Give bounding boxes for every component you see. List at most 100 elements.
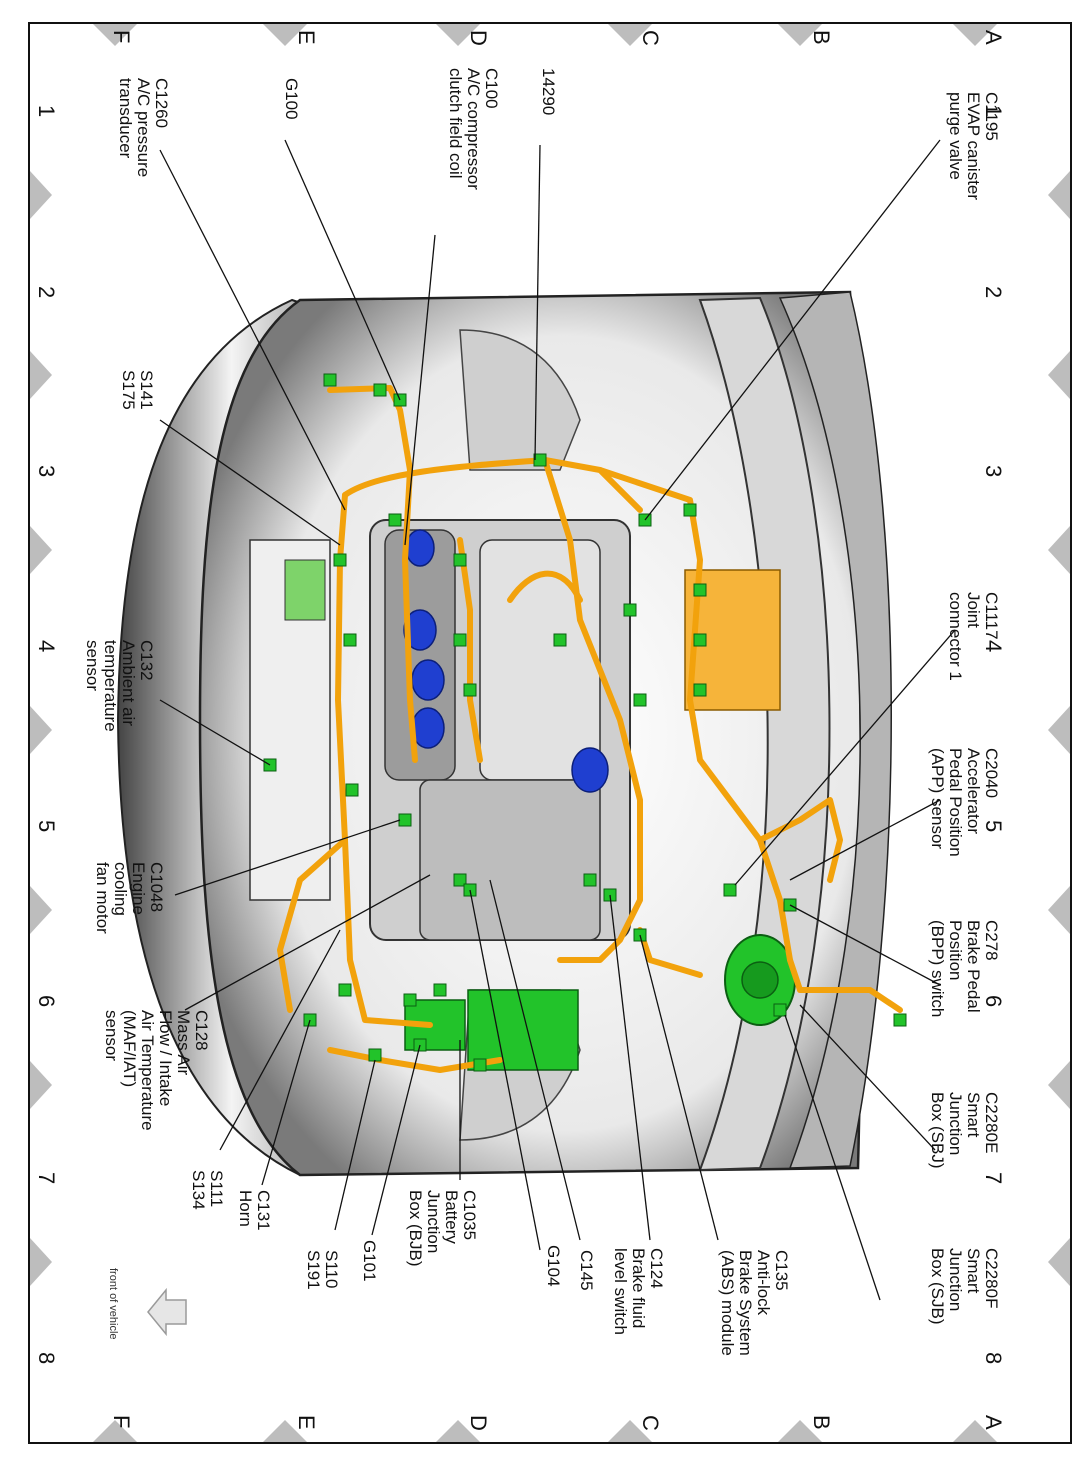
callout-c128-line: C128 — [192, 1010, 211, 1051]
air-filter-box — [284, 559, 326, 621]
callout-c135-line: Anti-lock — [753, 1250, 773, 1316]
battery-junction-box — [467, 989, 579, 1071]
callout-c1035-line: Junction — [423, 1190, 443, 1254]
grid-marker — [30, 526, 52, 574]
grid-marker — [608, 24, 652, 46]
callout-c2280e-line: Smart — [963, 1092, 983, 1138]
callout-c128-line: Flow / Intake — [155, 1010, 175, 1107]
connector-marker — [693, 683, 707, 697]
callout-s111-line: S111 — [207, 1170, 226, 1208]
callout-c1048-line: Engine — [128, 862, 148, 915]
grid-col-7-right: 7 — [981, 1172, 1006, 1185]
connector-marker — [338, 983, 352, 997]
connector-marker — [893, 1013, 907, 1027]
connector-marker — [533, 453, 547, 467]
callout-c124-line: C124 — [647, 1248, 666, 1289]
callout-c1195-line: C1195 — [982, 92, 1001, 141]
callout-c278-line: Position — [945, 920, 965, 981]
grid-col-3-left: 3 — [34, 465, 59, 478]
harness-connectors — [263, 373, 907, 1072]
callout-g104-line: G104 — [544, 1245, 563, 1287]
grid-marker — [30, 1061, 52, 1109]
grid-marker — [1048, 171, 1070, 219]
connector-marker — [433, 983, 447, 997]
callout-s141-line: S141 — [137, 370, 156, 410]
vehicle-body — [116, 290, 892, 1177]
callout-c128-line: (MAF/IAT) — [119, 1010, 139, 1088]
callout-c128-line: Mass Air — [173, 1010, 193, 1076]
connector-marker — [453, 553, 467, 567]
grid-marker — [778, 24, 822, 46]
callout-c135-line: C135 — [772, 1250, 791, 1291]
connector-marker — [463, 683, 477, 697]
connector-marker — [693, 633, 707, 647]
callout-c1195-line: EVAP canister — [963, 92, 983, 201]
connector-marker — [345, 783, 359, 797]
grid-marker — [1048, 1238, 1070, 1286]
grid-marker — [608, 1420, 652, 1442]
front-of-vehicle-label: front of vehicle — [106, 1268, 119, 1340]
callout-c2280f-line: Box (SJB) — [927, 1248, 947, 1325]
callout-c135-line: Brake System — [735, 1250, 755, 1356]
windshield-base — [778, 291, 892, 1169]
callout-c1260-line: C1260 — [152, 78, 171, 129]
connector-marker — [633, 693, 647, 707]
callout-c1048-line: fan motor — [92, 862, 112, 934]
connector-marker — [473, 1058, 487, 1072]
grid-col-5-left: 5 — [34, 820, 59, 833]
connector-marker — [398, 813, 412, 827]
front-of-vehicle-arrow — [147, 1287, 187, 1337]
callout-g101: G101 — [360, 1240, 379, 1282]
grid-marker — [1048, 706, 1070, 754]
connector-marker — [623, 603, 637, 617]
callout-c1048-line: cooling — [110, 862, 130, 916]
grid-marker — [1048, 351, 1070, 399]
grid-row-d-bottom: D — [466, 1415, 491, 1431]
callout-c132-line: temperature — [100, 640, 120, 732]
bottom-grid-markers — [93, 1420, 997, 1442]
callout-14290: 14290 — [539, 68, 558, 115]
front-of-vehicle-label-line: front of vehicle — [107, 1268, 119, 1340]
callout-c1260-line: A/C pressure — [133, 78, 153, 178]
callout-c2040-line: C2040 — [982, 748, 1001, 799]
callout-c1035-line: C1035 — [460, 1190, 479, 1241]
left-grid-markers — [30, 171, 52, 1286]
grid-row-f-bottom: F — [109, 1415, 134, 1429]
callout-c2040-line: Accelerator — [963, 748, 983, 834]
grid-marker — [778, 1420, 822, 1442]
callout-c1048-line: C1048 — [147, 862, 166, 913]
callout-c2040-line: (APP) sensor — [927, 748, 947, 850]
grid-marker — [436, 1420, 480, 1442]
callout-c2280f-line: C2280F — [982, 1248, 1001, 1309]
callout-c132-line: Ambient air — [118, 640, 138, 726]
connector-marker — [693, 583, 707, 597]
callout-c2280e-line: Junction — [945, 1092, 965, 1156]
grid-row-d-top: D — [466, 30, 491, 46]
callout-c1035-line: Battery — [441, 1190, 461, 1244]
grid-col-6-left: 6 — [34, 995, 59, 1008]
grid-marker — [953, 24, 997, 46]
callout-c100-line: A/C compressor — [463, 68, 483, 190]
callout-c1117-line: C1117 — [982, 592, 1001, 640]
callout-c124-line: level switch — [610, 1248, 630, 1335]
callout-c278-line: Brake Pedal — [963, 920, 983, 1013]
callout-c100-line: C100 — [482, 68, 501, 109]
grid-marker — [30, 706, 52, 754]
callout-c2280f-line: Junction — [945, 1248, 965, 1312]
grid-marker — [93, 24, 137, 46]
callout-s111-line: S134 — [188, 1170, 208, 1210]
